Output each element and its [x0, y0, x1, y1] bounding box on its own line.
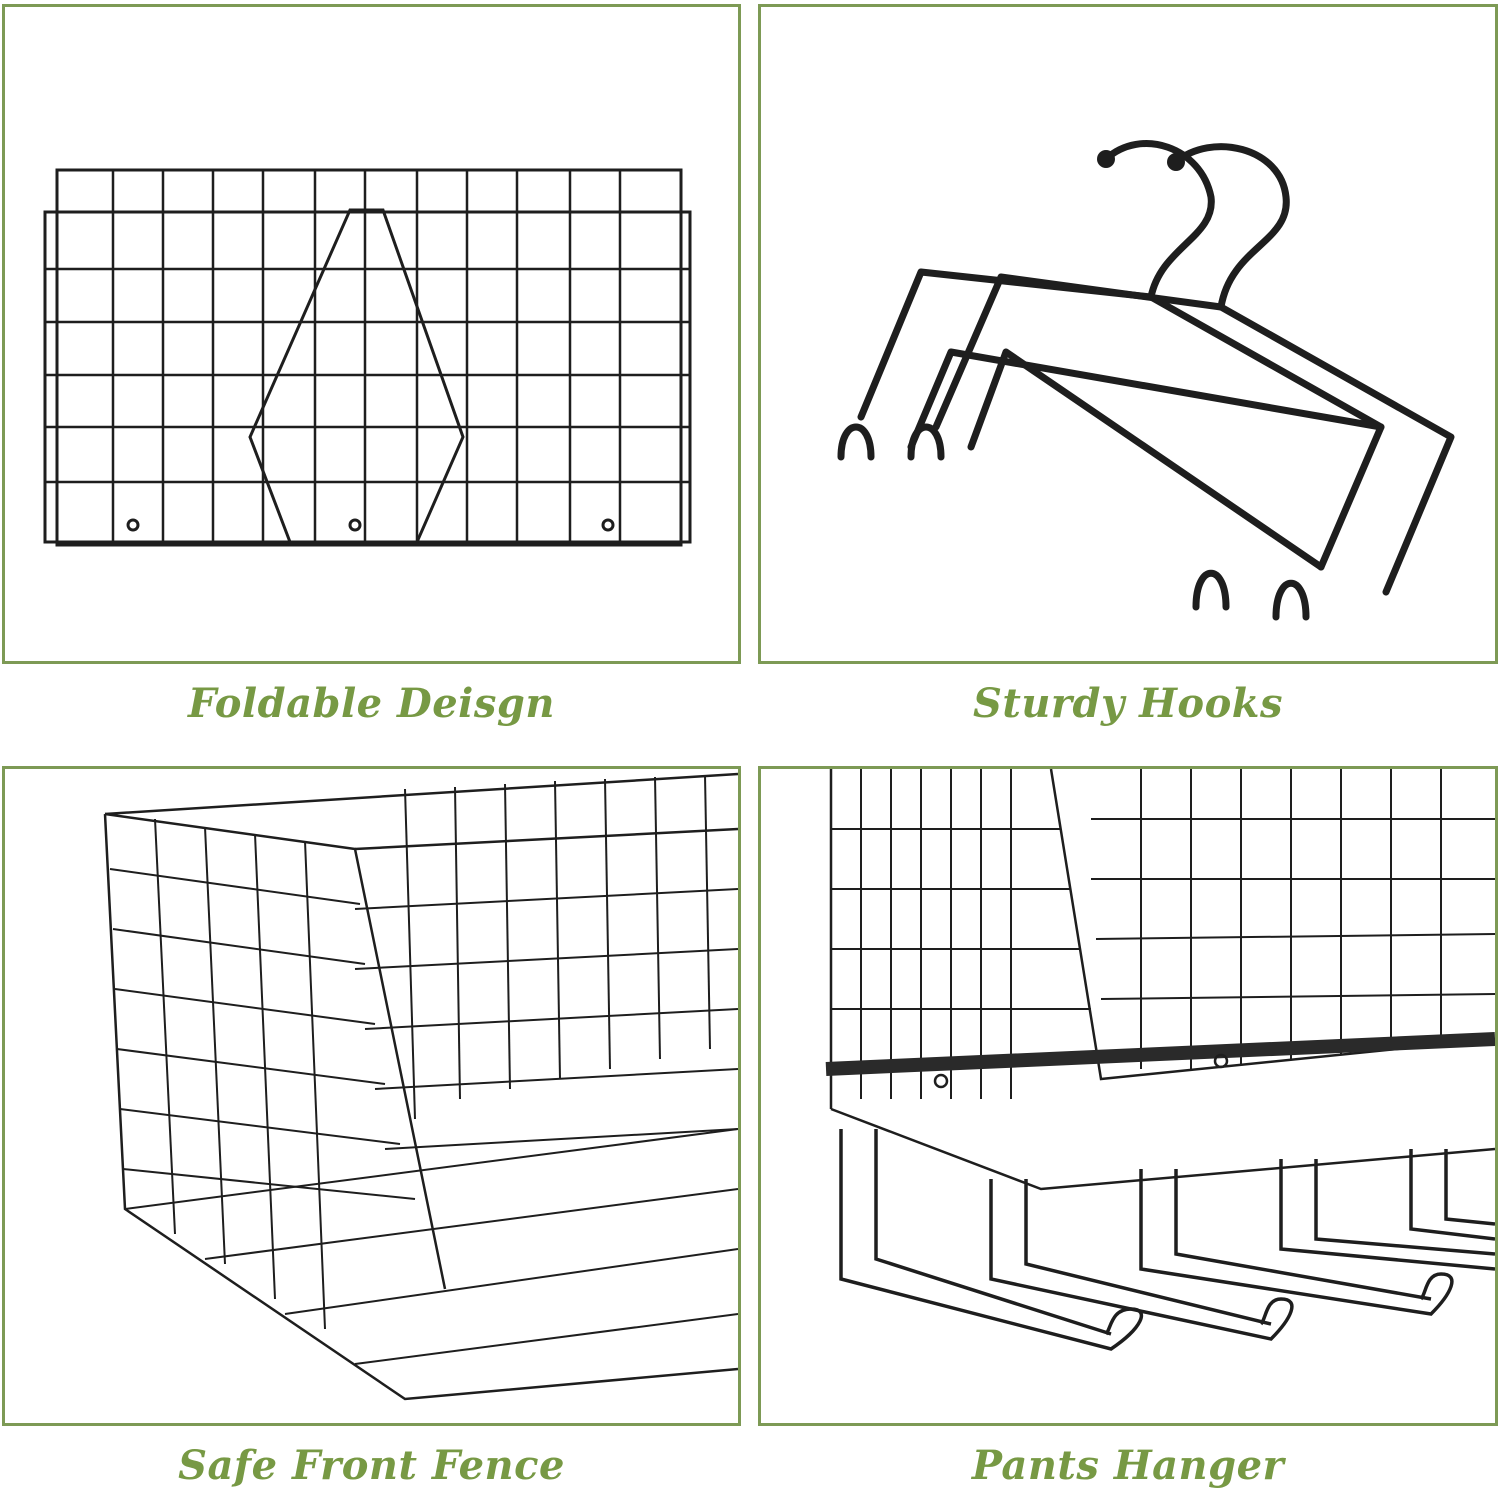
hanger-hooks-icon [837, 140, 1455, 621]
panel-pants-hanger [758, 766, 1498, 1426]
caption-foldable-design: Foldable Deisgn [188, 680, 555, 727]
panel-foldable-design [2, 4, 741, 664]
caption-safe-front-fence: Safe Front Fence [178, 1442, 565, 1489]
panel-sturdy-hooks [758, 4, 1498, 664]
wire-basket-front-fence-icon [103, 772, 738, 1401]
pants-hanger-rack-icon [825, 769, 1495, 1351]
panel-safe-front-fence [2, 766, 741, 1426]
folded-wire-basket-icon [43, 168, 692, 547]
caption-sturdy-hooks: Sturdy Hooks [972, 680, 1284, 727]
caption-pants-hanger: Pants Hanger [971, 1442, 1285, 1489]
